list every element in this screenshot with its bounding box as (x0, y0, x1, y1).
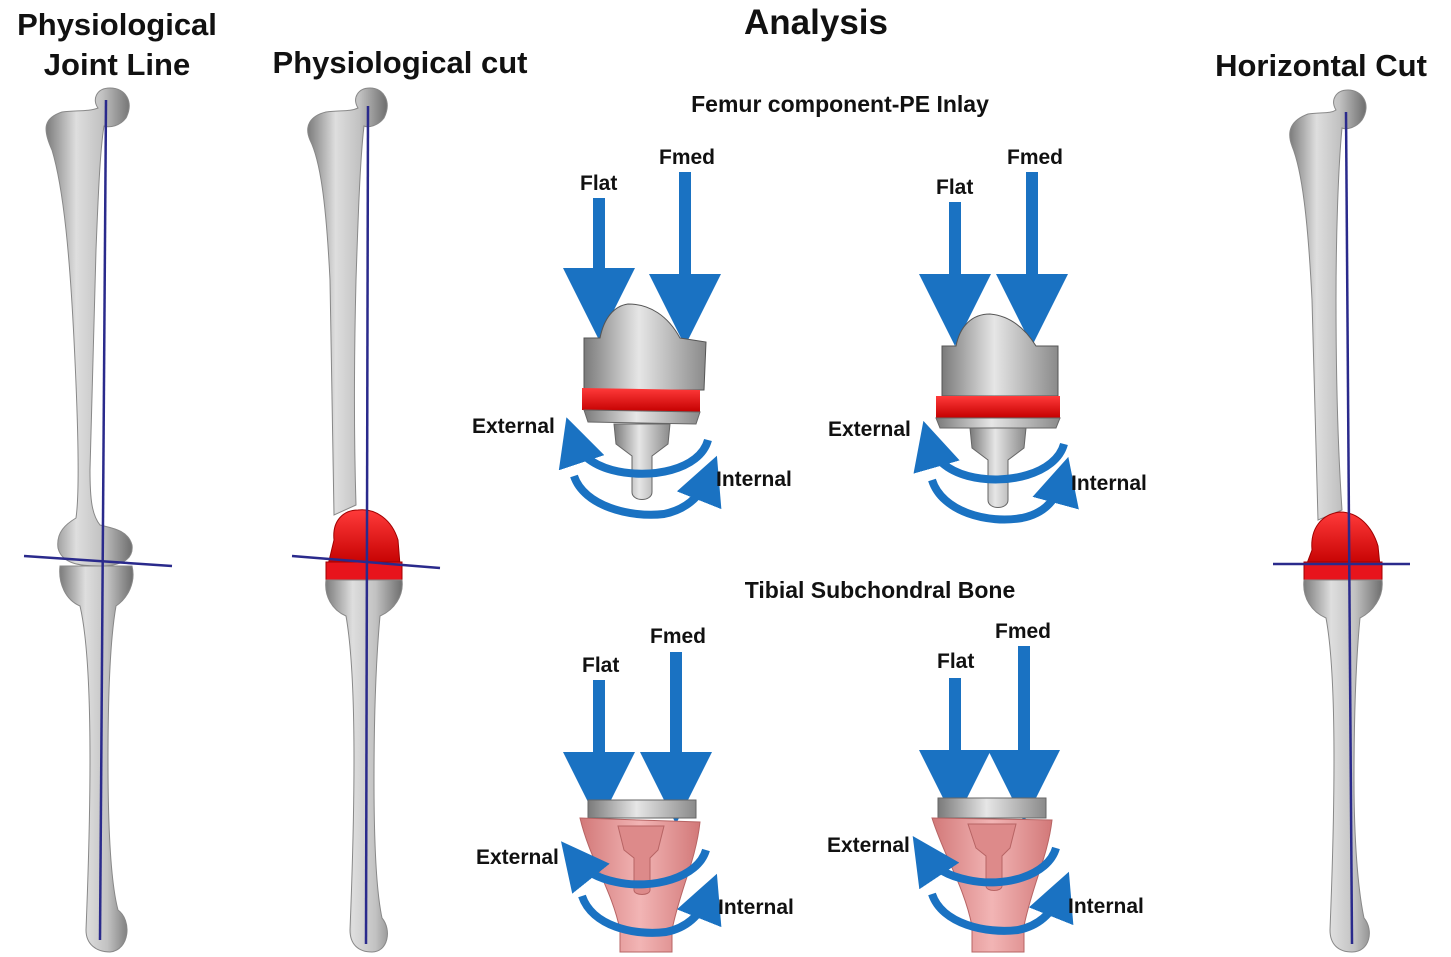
pe-inlay (936, 396, 1060, 418)
tibial-stem (614, 424, 670, 500)
tibia-bone (60, 566, 133, 952)
label-fmed: Fmed (650, 625, 706, 649)
label-flat: Flat (937, 650, 974, 674)
femur-panel-left (574, 172, 708, 515)
tibial-stem (970, 428, 1026, 508)
label-fmed: Fmed (1007, 146, 1063, 170)
label-fmed: Fmed (995, 620, 1051, 644)
label-flat: Flat (582, 654, 619, 678)
femur-bone (46, 88, 132, 566)
label-external: External (472, 415, 555, 439)
femoral-implant (328, 510, 400, 565)
leg-physiological-joint-line (24, 88, 172, 952)
leg-physiological-cut (292, 88, 440, 952)
label-internal: Internal (716, 468, 792, 492)
femoral-component (584, 304, 706, 390)
tibial-tray (588, 800, 696, 818)
label-fmed: Fmed (659, 146, 715, 170)
label-external: External (827, 834, 910, 858)
label-external: External (476, 846, 559, 870)
leg-horizontal-cut (1273, 90, 1410, 952)
tibial-tray (936, 418, 1060, 428)
label-internal: Internal (1071, 472, 1147, 496)
tibial-tray (584, 410, 700, 424)
tibia-panel-right (926, 646, 1060, 952)
label-external: External (828, 418, 911, 442)
label-flat: Flat (936, 176, 973, 200)
tibia-panel-left (576, 652, 708, 952)
femoral-implant (1306, 512, 1380, 566)
femur-panel-right (930, 172, 1064, 519)
pe-inlay (582, 388, 700, 412)
tibia-bone (326, 580, 403, 952)
tibia-bone (1304, 580, 1382, 952)
label-internal: Internal (1068, 895, 1144, 919)
tibial-tray (938, 798, 1046, 818)
femoral-component (942, 314, 1058, 396)
femur-bone (308, 88, 387, 515)
label-flat: Flat (580, 172, 617, 196)
label-internal: Internal (718, 896, 794, 920)
femur-bone (1290, 90, 1366, 520)
